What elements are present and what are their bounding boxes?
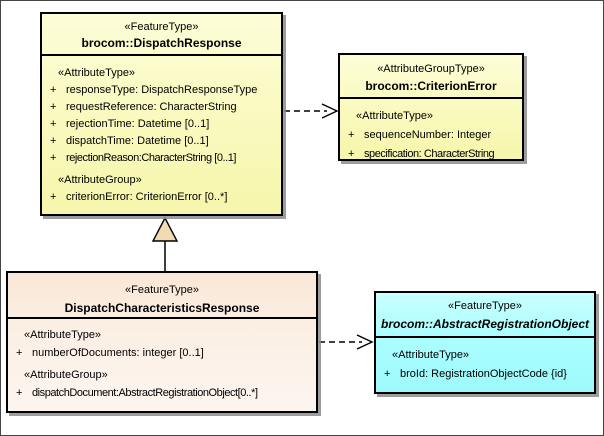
class-attributes: «AttributeType» + broId: RegistrationObje… — [376, 338, 594, 384]
attribute-type-heading: «AttributeType» — [356, 110, 434, 122]
attribute-type-heading: «AttributeType» — [392, 349, 470, 361]
generalization-triangle-icon — [151, 216, 179, 242]
attribute-text: responseType: DispatchResponseType — [66, 84, 258, 96]
visibility-marker: + — [348, 129, 355, 141]
attribute-type-heading: «AttributeType» — [24, 329, 102, 341]
class-header: «FeatureType» brocom::DispatchResponse — [42, 14, 281, 56]
attribute-text: numberOfDocuments: integer [0..1] — [32, 347, 204, 359]
attribute-text: requestReference: CharacterString — [66, 101, 237, 113]
attribute-type-heading: «AttributeType» — [58, 67, 136, 79]
class-box-abstract-registration-object[interactable]: «FeatureType» brocom::AbstractRegistrati… — [374, 291, 596, 394]
class-header: «FeatureType» brocom::AbstractRegistrati… — [376, 293, 594, 338]
visibility-marker: + — [50, 135, 57, 147]
attribute-row: + dispatchDocument:AbstractRegistrationOb… — [8, 384, 316, 402]
attribute-text: specification: CharacterString — [364, 148, 495, 160]
class-name: brocom::CriterionError — [365, 79, 497, 93]
attribute-text: criterionError: CriterionError [0..*] — [66, 191, 228, 203]
attribute-row: + responseType: DispatchResponseType — [42, 82, 281, 99]
attribute-group-heading: «AttributeGroup» — [58, 174, 142, 186]
class-stereotype: «FeatureType» — [448, 300, 522, 312]
attribute-row: + numberOfDocuments: integer [0..1] — [8, 344, 316, 362]
visibility-marker: + — [50, 101, 57, 113]
attribute-group-heading: «AttributeGroup» — [24, 369, 108, 381]
dependency-connector-abstractregistrationobject[interactable] — [319, 334, 374, 350]
attribute-row: + broId: RegistrationObjectCode {id} — [376, 365, 594, 384]
class-box-criterion-error[interactable]: «AttributeGroupType» brocom::CriterionEr… — [338, 53, 524, 161]
generalization-connector-dispatchresponse[interactable] — [151, 216, 179, 271]
visibility-marker: + — [50, 118, 57, 130]
class-box-dispatch-response[interactable]: «FeatureType» brocom::DispatchResponse «… — [40, 12, 283, 216]
class-name: brocom::DispatchResponse — [81, 36, 242, 50]
attribute-row: + dispatchTime: Datetime [0..1] — [42, 133, 281, 150]
attribute-text: broId: RegistrationObjectCode {id} — [400, 368, 567, 380]
class-attributes: «AttributeType» + responseType: DispatchR… — [42, 56, 281, 206]
class-attributes: «AttributeType» + sequenceNumber: Integer… — [340, 99, 522, 164]
attribute-text: sequenceNumber: Integer — [364, 129, 492, 141]
class-header: «AttributeGroupType» brocom::CriterionEr… — [340, 55, 522, 99]
attribute-text: dispatchTime: Datetime [0..1] — [66, 135, 209, 147]
attribute-row: + requestReference: CharacterString — [42, 99, 281, 116]
visibility-marker: + — [16, 387, 23, 399]
class-stereotype: «FeatureType» — [125, 284, 199, 296]
attribute-row: + sequenceNumber: Integer — [340, 126, 522, 145]
class-name: DispatchCharacteristicsResponse — [64, 301, 260, 315]
class-stereotype: «AttributeGroupType» — [377, 63, 485, 75]
attribute-row: + criterionError: CriterionError [0..*] — [42, 189, 281, 206]
class-attributes: «AttributeType» + numberOfDocuments: inte… — [8, 319, 316, 402]
visibility-marker: + — [50, 191, 57, 203]
attribute-text: rejectionReason:CharacterString [0..1] — [66, 152, 236, 164]
visibility-marker: + — [384, 368, 391, 380]
class-box-dispatch-characteristics-response[interactable]: «FeatureType» DispatchCharacteristicsRes… — [6, 271, 318, 413]
dependency-connector-criterionerror[interactable] — [284, 103, 339, 119]
class-name: brocom::AbstractRegistrationObject — [380, 317, 590, 331]
attribute-text: rejectionTime: Datetime [0..1] — [66, 118, 210, 130]
visibility-marker: + — [348, 148, 355, 160]
class-header: «FeatureType» DispatchCharacteristicsRes… — [8, 273, 316, 319]
attribute-row: + rejectionReason:CharacterString [0..1] — [42, 150, 281, 167]
visibility-marker: + — [16, 347, 23, 359]
visibility-marker: + — [50, 152, 57, 164]
class-stereotype: «FeatureType» — [124, 21, 199, 33]
attribute-text: dispatchDocument:AbstractRegistrationObj… — [32, 387, 258, 399]
attribute-row: + rejectionTime: Datetime [0..1] — [42, 116, 281, 133]
attribute-row: + specification: CharacterString — [340, 145, 522, 164]
visibility-marker: + — [50, 84, 57, 96]
